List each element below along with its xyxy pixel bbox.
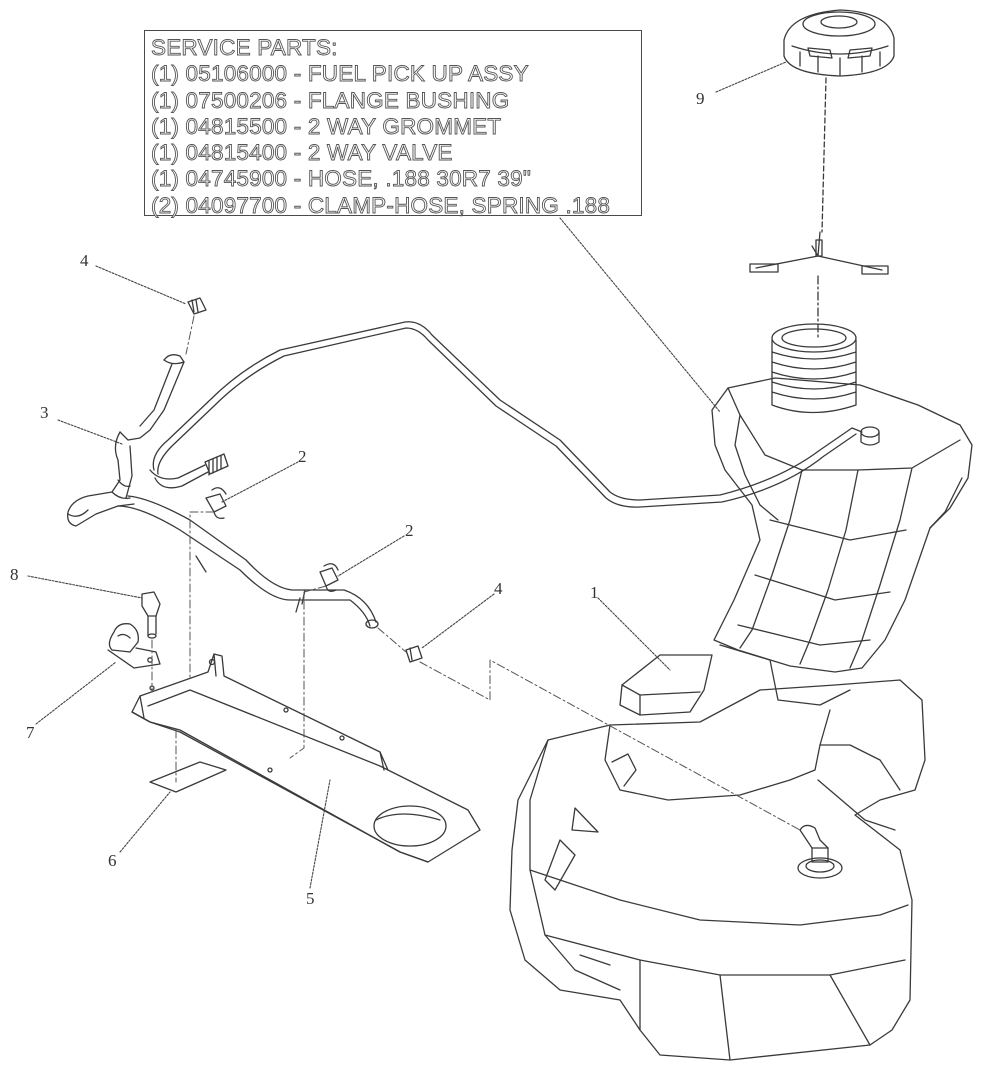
service-parts-box: SERVICE PARTS: (1) 05106000 - FUEL PICK … [144, 30, 642, 218]
callout-6-pad: 6 [108, 851, 117, 870]
callout-3-vent-hose: 3 [40, 403, 49, 422]
leader-lines [27, 61, 787, 889]
callout-2-hose-clamp: 2 [405, 521, 414, 540]
callout-8-valve: 8 [10, 565, 19, 584]
callout-2-hose-clamp: 2 [298, 447, 307, 466]
hose-clamp-upper [205, 487, 227, 520]
callout-4-fitting: 4 [80, 251, 89, 270]
callout-9-fuel-cap: 9 [696, 89, 705, 108]
fuel-tank [509, 323, 973, 1061]
service-part-item: (1) 07500206 - FLANGE BUSHING [151, 87, 510, 113]
service-parts-title: SERVICE PARTS: [151, 35, 338, 61]
callout-1-fuel-tank: 1 [590, 583, 599, 602]
callout-4-fitting: 4 [494, 579, 503, 598]
rubber-pad [149, 761, 227, 793]
fuel-cap [749, 9, 895, 341]
mounting-clamp [107, 623, 161, 669]
service-part-item: (1) 04815500 - 2 WAY GROMMET [151, 113, 502, 139]
callout-7-clamp: 7 [26, 723, 35, 742]
callout-5-bracket: 5 [306, 889, 315, 908]
hose-clamp-lower [319, 563, 339, 592]
tank-mounting-bracket [131, 653, 481, 863]
vent-hose [67, 354, 379, 629]
valve-fitting [141, 591, 161, 639]
hose-fitting-lower [405, 645, 423, 663]
service-part-item: (2) 04097700 - CLAMP-HOSE, SPRING .188 [151, 192, 611, 218]
hose-fitting-upper [187, 297, 207, 315]
service-part-item: (1) 04815400 - 2 WAY VALVE [151, 140, 453, 166]
assembly-lines [151, 315, 801, 831]
service-part-item: (1) 05106000 - FUEL PICK UP ASSY [151, 61, 530, 87]
vent-line [149, 321, 857, 508]
service-part-item: (1) 04745900 - HOSE, .188 30R7 39" [151, 166, 532, 192]
